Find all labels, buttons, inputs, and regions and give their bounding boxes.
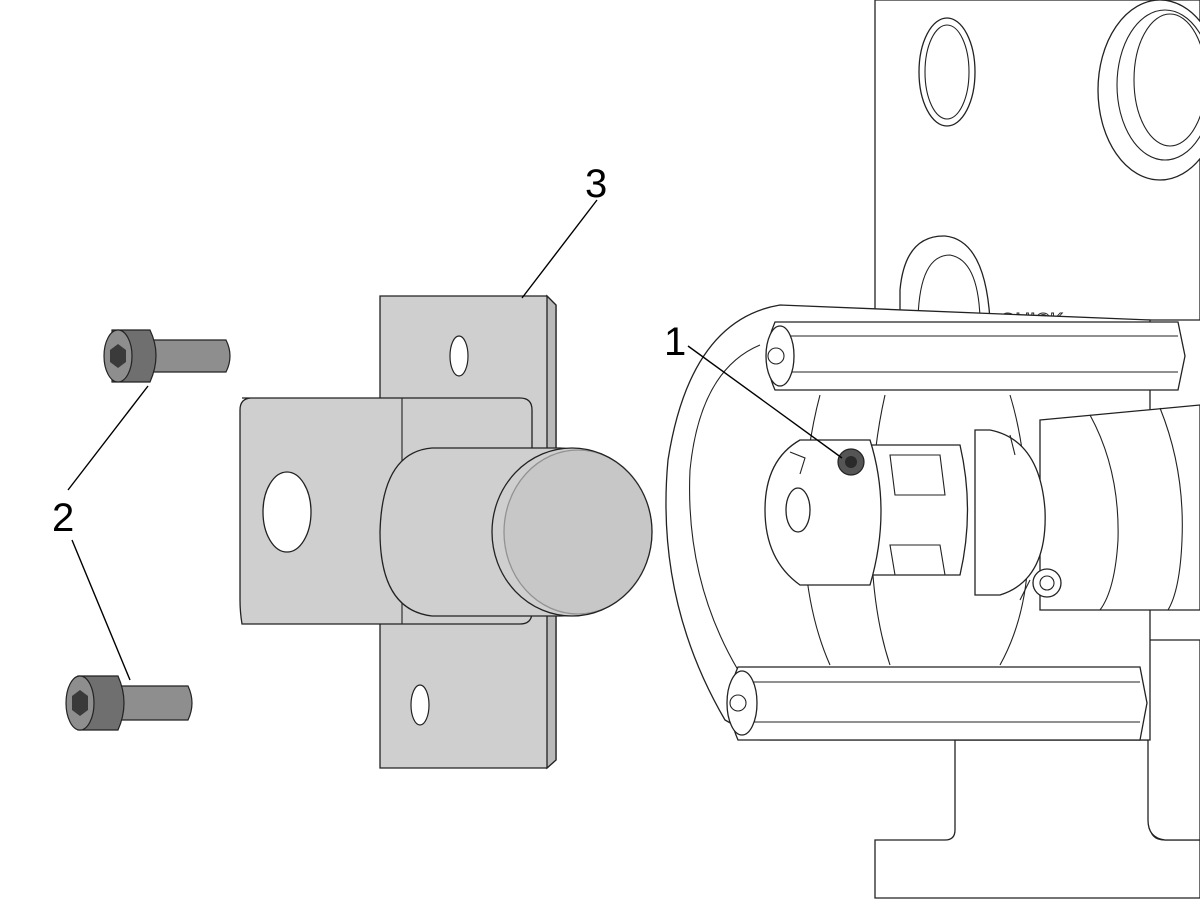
coupling-hub <box>764 439 882 586</box>
leader-line-2-upper <box>67 385 149 491</box>
hex-nut <box>1039 404 1200 611</box>
cap-screw-upper <box>103 329 231 383</box>
housing-plate: QUICK <box>874 0 1200 899</box>
leader-line-2-lower <box>71 539 131 681</box>
cap-screw-lower <box>65 675 193 731</box>
callout-label-1: 1 <box>664 320 687 364</box>
plate-port-large <box>1097 0 1200 181</box>
block-hole <box>262 471 312 553</box>
bracket-hole-bottom <box>410 684 430 726</box>
shaft-collar <box>974 429 1046 596</box>
boss-end-face <box>491 447 653 617</box>
bracket-hole-top <box>449 335 469 377</box>
callout-label-2: 2 <box>52 496 75 540</box>
plate-hole-middle <box>899 235 991 321</box>
callout-label-3: 3 <box>585 162 608 206</box>
clamp-screw <box>1032 568 1062 598</box>
bracket-part-3 <box>239 294 653 770</box>
leader-line-1 <box>687 345 843 459</box>
leader-line-3 <box>521 199 598 299</box>
motor-flange <box>665 304 1200 741</box>
coupling-jaw <box>869 444 969 576</box>
standoff-lower <box>729 666 1148 741</box>
plate-hole-upper <box>918 17 976 127</box>
standoff-upper <box>766 321 1186 391</box>
